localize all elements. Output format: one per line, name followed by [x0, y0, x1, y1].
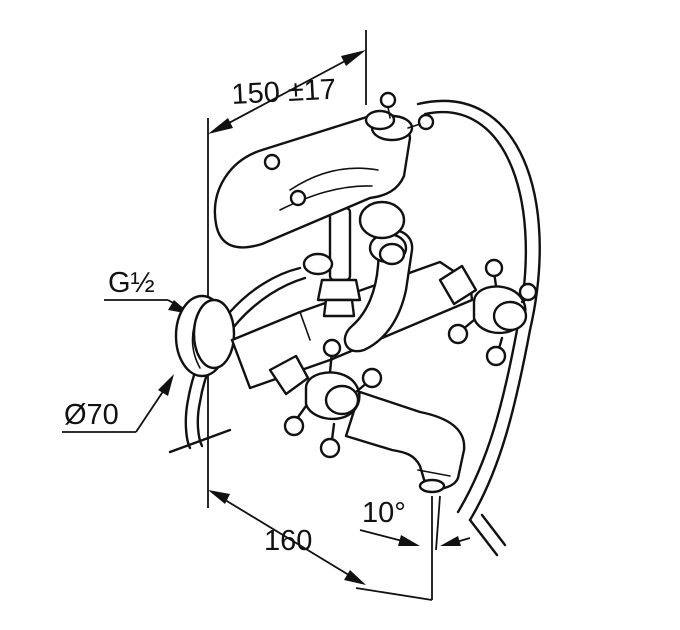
diverter-lever: [343, 229, 414, 353]
dim-angle-label: 10°: [362, 497, 406, 529]
dim-projection-label: 160: [264, 525, 312, 557]
hand-shower: [213, 91, 435, 249]
dimension-lines: [62, 30, 471, 601]
dim-thread-label: G½: [108, 267, 155, 299]
spout: [344, 390, 466, 494]
holder-post: [302, 200, 406, 318]
dim-flange-diameter-label: Ø70: [64, 399, 119, 431]
dim-top-width-label: 150 ±17: [231, 74, 337, 111]
wall-flange: [174, 294, 236, 378]
cross-handle-right: [447, 258, 538, 367]
cross-handle-left: [283, 338, 383, 459]
